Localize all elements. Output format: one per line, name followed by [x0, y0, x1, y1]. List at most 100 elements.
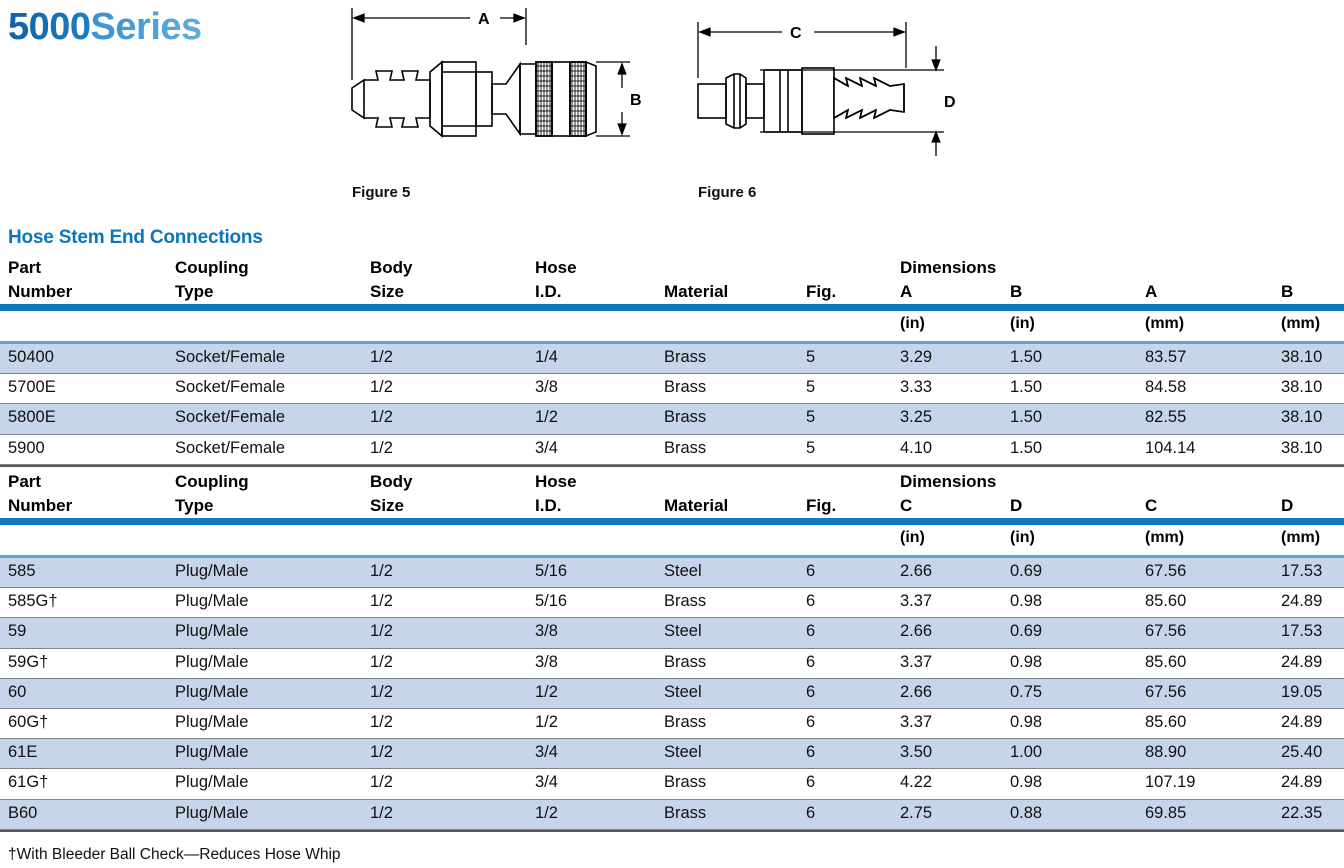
- units-dim-1: (in): [900, 315, 925, 332]
- cell-fig: 6: [806, 562, 816, 580]
- cell-body-size: 1/2: [370, 378, 393, 397]
- cell-dim-3: 83.57: [1145, 348, 1187, 366]
- figure-group: A: [330, 0, 990, 210]
- figure-5-hex-nut: [429, 60, 493, 138]
- page-title-number: 5000: [8, 6, 91, 48]
- column-header-dim-1: A: [900, 282, 913, 301]
- cell-dim-2: 0.98: [1010, 773, 1043, 792]
- column-header-part-number: Part Number: [8, 472, 73, 515]
- column-header-dim-3: A: [1145, 282, 1158, 301]
- column-header-body-size: Body Size: [370, 472, 413, 515]
- cell-coupling-type: Plug/Male: [175, 652, 249, 671]
- cell-dim-2: 1.50: [1010, 438, 1043, 457]
- cell-hose-id: 3/8: [535, 378, 558, 397]
- cell-material: Steel: [664, 743, 702, 762]
- cell-hose-id: 5/16: [535, 592, 568, 611]
- column-header-dim-2: B: [1010, 282, 1023, 301]
- cell-dim-1: 4.22: [900, 773, 933, 792]
- cell-material: Brass: [664, 803, 707, 822]
- column-header-body-size: Body Size: [370, 258, 413, 301]
- cell-coupling-type: Socket/Female: [175, 378, 286, 397]
- cell-fig: 6: [806, 803, 816, 822]
- figure-5-end-collar: [585, 60, 597, 138]
- cell-dim-1: 2.75: [900, 803, 933, 822]
- section-heading: Hose Stem End Connections: [8, 227, 263, 248]
- cell-part-number: 60: [8, 682, 27, 701]
- cell-material: Brass: [664, 378, 707, 397]
- table-bottom-rule: [0, 829, 1344, 832]
- cell-dim-4: 19.05: [1281, 682, 1323, 701]
- cell-body-size: 1/2: [370, 622, 393, 641]
- figure-6-dimension-c: [697, 22, 907, 78]
- cell-fig: 6: [806, 712, 816, 731]
- figure-5-dimension-a: [351, 8, 527, 80]
- figure-5-knurl-band-2: [569, 61, 587, 137]
- cell-fig: 6: [806, 743, 816, 762]
- cell-dim-3: 107.19: [1145, 773, 1196, 792]
- column-header-hose-id: Hose I.D.: [535, 472, 577, 515]
- cell-material: Brass: [664, 592, 707, 611]
- cell-hose-id: 1/2: [535, 712, 558, 731]
- cell-fig: 6: [806, 652, 816, 671]
- page-title-word: Series: [90, 6, 203, 48]
- cell-dim-2: 1.00: [1010, 743, 1043, 762]
- cell-dim-4: 17.53: [1281, 622, 1323, 641]
- column-header-dim-4: B: [1281, 282, 1294, 301]
- cell-hose-id: 3/4: [535, 438, 558, 457]
- cell-dim-2: 0.98: [1010, 712, 1043, 731]
- cell-dim-1: 3.37: [900, 592, 933, 611]
- figure-6-caption: Figure 6: [698, 184, 757, 201]
- cell-part-number: 59: [8, 622, 27, 641]
- cell-coupling-type: Plug/Male: [175, 773, 249, 792]
- column-header-coupling-type: Coupling Type: [175, 258, 249, 301]
- cell-dim-1: 2.66: [900, 622, 933, 641]
- figure-6-plug-nose: [697, 73, 765, 129]
- cell-dim-2: 1.50: [1010, 348, 1043, 366]
- footnote: †With Bleeder Ball Check—Reduces Hose Wh…: [8, 846, 341, 863]
- cell-dim-2: 0.75: [1010, 682, 1043, 701]
- cell-body-size: 1/2: [370, 682, 393, 701]
- cell-dim-2: 0.98: [1010, 592, 1043, 611]
- cell-body-size: 1/2: [370, 592, 393, 611]
- cell-dim-1: 2.66: [900, 562, 933, 580]
- figure-5-caption: Figure 5: [352, 184, 411, 201]
- cell-dim-4: 24.89: [1281, 592, 1323, 611]
- cell-dim-3: 67.56: [1145, 682, 1187, 701]
- cell-dim-2: 0.69: [1010, 562, 1043, 580]
- cell-fig: 5: [806, 378, 816, 397]
- table-header-row: Part Number Coupling Type Body Size Hose…: [0, 256, 1344, 304]
- cell-part-number: 585: [8, 562, 36, 580]
- cell-fig: 6: [806, 622, 816, 641]
- column-header-material: Material: [664, 282, 729, 301]
- cell-body-size: 1/2: [370, 652, 393, 671]
- cell-material: Steel: [664, 562, 702, 580]
- cell-material: Brass: [664, 348, 707, 366]
- cell-material: Brass: [664, 408, 707, 427]
- figure-6-label-d: D: [944, 94, 956, 111]
- header-rule-thick: [0, 518, 1344, 525]
- cell-dim-1: 3.37: [900, 712, 933, 731]
- cell-dim-1: 4.10: [900, 438, 933, 457]
- column-header-fig: Fig.: [806, 282, 837, 301]
- units-rule: [0, 341, 1344, 344]
- cell-hose-id: 3/8: [535, 622, 558, 641]
- cell-dim-3: 67.56: [1145, 622, 1187, 641]
- cell-coupling-type: Socket/Female: [175, 438, 286, 457]
- figure-5-label-a: A: [478, 11, 490, 28]
- column-header-fig: Fig.: [806, 496, 837, 515]
- cell-material: Brass: [664, 773, 707, 792]
- cell-dim-2: 1.50: [1010, 378, 1043, 397]
- cell-body-size: 1/2: [370, 803, 393, 822]
- column-header-hose-id: Hose I.D.: [535, 258, 577, 301]
- figure-6-label-c: C: [790, 25, 802, 42]
- cell-dim-3: 84.58: [1145, 378, 1187, 397]
- cell-part-number: 5800E: [8, 408, 56, 427]
